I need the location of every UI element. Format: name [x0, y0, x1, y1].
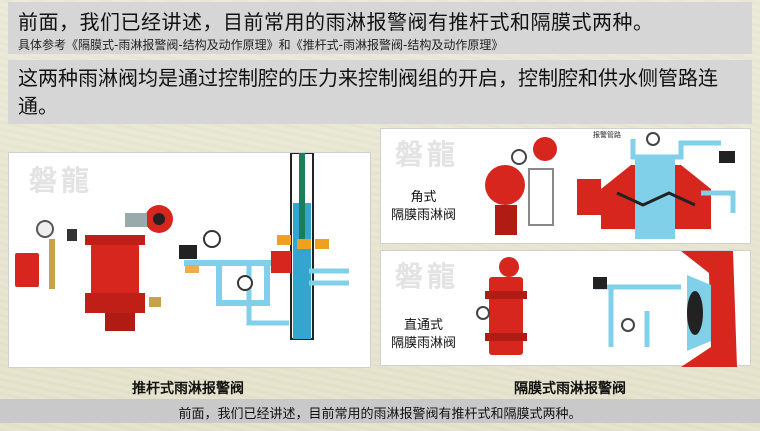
- brand-watermark: 磐龍: [395, 260, 460, 293]
- pushrod-caption: 推杆式雨淋报警阀: [132, 381, 244, 397]
- header-banner: 前面，我们已经讲述，目前常用的雨淋报警阀有推杆式和隔膜式两种。 具体参考《隔膜式…: [8, 2, 752, 54]
- straight-valve-body: [489, 277, 523, 355]
- straight-diaphragm-panel: 磐龍 直通式 隔膜雨淋阀: [380, 250, 751, 367]
- solenoid-icon: [719, 151, 735, 163]
- reference-line: 具体参考《隔膜式-雨淋报警阀-结构及动作原理》和《推杆式-雨淋报警阀-结构及动作…: [18, 38, 504, 52]
- pushrod-valve-panel: 磐龍: [8, 152, 371, 368]
- valve-flange-top: [85, 235, 145, 245]
- intro-paragraph: 这两种雨淋阀均是通过控制腔的压力来控制阀组的开启，控制腔和供水侧管路连通。: [18, 66, 718, 118]
- straight-housing: [681, 251, 737, 367]
- diaphragm-caption: 隔膜式雨淋报警阀: [514, 381, 626, 397]
- gauge-icon: [203, 230, 221, 248]
- straight-valve-illustration: [476, 251, 737, 367]
- subtitle-text: 前面，我们已经讲述，目前常用的雨淋报警阀有推杆式和隔膜式两种。: [178, 407, 582, 422]
- solenoid-icon: [593, 277, 607, 289]
- alarm-bell: [499, 257, 519, 277]
- solenoid-icon: [179, 245, 197, 259]
- gauge-icon-2: [237, 275, 253, 291]
- pushrod-valve-illustration: [15, 153, 349, 340]
- pushrod-chamber: [271, 251, 291, 273]
- angle-valve-label: 角式 隔膜雨淋阀: [391, 190, 457, 223]
- angle-valve-illustration: [485, 132, 736, 239]
- valve-body: [91, 241, 139, 301]
- diaphragm-disc: [687, 291, 703, 335]
- brand-watermark: 磐龍: [395, 138, 460, 171]
- headline: 前面，我们已经讲述，目前常用的雨淋报警阀有推杆式和隔膜式两种。: [18, 10, 654, 34]
- intro-banner: 这两种雨淋阀均是通过控制腔的压力来控制阀组的开启，控制腔和供水侧管路连通。: [8, 60, 752, 124]
- diaphragm-line: [616, 191, 696, 207]
- angle-diaphragm-panel: 磐龍 角式 隔膜雨淋阀 报警管路: [380, 128, 751, 244]
- subtitle-bar: 前面，我们已经讲述，目前常用的雨淋报警阀有推杆式和隔膜式两种。: [0, 399, 760, 423]
- alarm-bell: [533, 137, 557, 161]
- brand-watermark: 磐龍: [29, 164, 94, 197]
- pressure-gauge-icon: [36, 220, 54, 238]
- valve-flange-bottom: [85, 293, 145, 313]
- control-box: [15, 253, 39, 287]
- alarm-pipe-tag: 报警管路: [593, 131, 621, 139]
- angle-valve-body: [485, 165, 525, 205]
- straight-valve-label: 直通式 隔膜雨淋阀: [391, 318, 457, 351]
- valve-base: [105, 313, 135, 331]
